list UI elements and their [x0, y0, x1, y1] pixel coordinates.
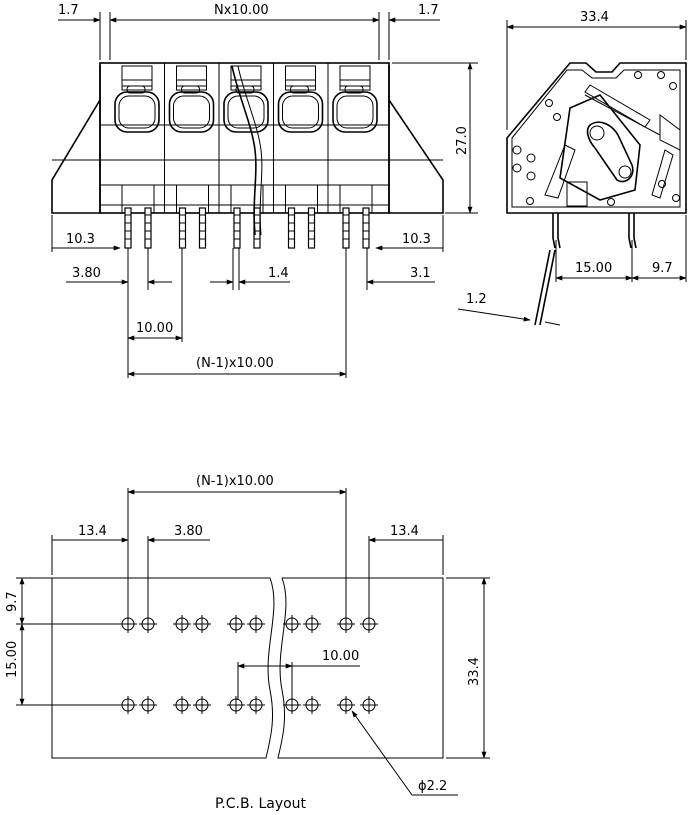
pcb-dim-right: 13.4: [390, 524, 419, 539]
dim-pin-width: 1.4: [268, 266, 289, 281]
pcb-hole: [360, 696, 378, 714]
pcb-hole: [283, 696, 301, 714]
pcb-dim-span: (N-1)x10.00: [196, 474, 274, 489]
dim-pitch: 10.00: [136, 321, 173, 336]
pcb-hole: [173, 615, 191, 633]
pcb-holes: [119, 615, 378, 714]
pcb-hole: [337, 615, 355, 633]
pcb-hole: [193, 615, 211, 633]
pcb-hole: [139, 696, 157, 714]
pcb-layout: (N-1)x10.00 13.4 3.80 13.4 9.7 15.00 10.…: [5, 474, 490, 812]
front-pole: [218, 63, 269, 249]
front-pole: [164, 63, 215, 249]
pcb-hole: [119, 696, 137, 714]
pcb-hole: [139, 615, 157, 633]
dim-depth: 33.4: [580, 10, 609, 25]
pcb-hole: [337, 696, 355, 714]
pcb-hole: [119, 615, 137, 633]
pcb-dim-hole: ϕ2.2: [418, 779, 447, 794]
dim-right-margin: 1.7: [418, 3, 439, 18]
pcb-hole: [193, 696, 211, 714]
pcb-hole: [227, 615, 245, 633]
front-pole: [273, 63, 324, 249]
dim-height: 27.0: [455, 126, 470, 155]
pcb-hole: [227, 696, 245, 714]
pcb-hole: [303, 696, 321, 714]
dim-left-margin: 1.7: [58, 3, 79, 18]
dim-pin-offset: 3.80: [72, 266, 101, 281]
front-pole: [114, 65, 160, 249]
dim-left-edge: 10.3: [66, 232, 95, 247]
dim-span: (N-1)x10.00: [196, 356, 274, 371]
pcb-dim-top-row: 9.7: [5, 591, 20, 612]
pcb-hole: [247, 615, 265, 633]
dim-pitch-total: Nx10.00: [214, 3, 269, 18]
pcb-hole: [247, 696, 265, 714]
dim-pin-spacing: 15.00: [575, 261, 612, 276]
front-view: 1.7 Nx10.00 1.7 27.0 10.3 10.3 3.80 1.4 …: [51, 3, 478, 378]
pcb-hole: [360, 615, 378, 633]
side-view: 33.4 15.00 9.7 1.2: [457, 10, 687, 326]
pcb-dim-left: 13.4: [78, 524, 107, 539]
pcb-dim-offset: 3.80: [174, 524, 203, 539]
front-poles: [114, 63, 378, 249]
pcb-dim-row-spacing: 15.00: [5, 641, 20, 678]
front-pole: [327, 63, 378, 249]
dim-right-edge: 10.3: [402, 232, 431, 247]
dim-right-offset: 3.1: [410, 266, 431, 281]
dim-pin-edge: 9.7: [652, 261, 673, 276]
pcb-hole: [303, 615, 321, 633]
pcb-dim-pitch: 10.00: [322, 649, 359, 664]
dim-wire: 1.2: [466, 292, 487, 307]
pcb-hole: [173, 696, 191, 714]
pcb-caption: P.C.B. Layout: [215, 796, 307, 812]
wire: [231, 65, 257, 236]
pcb-hole: [283, 615, 301, 633]
pcb-dim-height: 33.4: [467, 657, 482, 686]
